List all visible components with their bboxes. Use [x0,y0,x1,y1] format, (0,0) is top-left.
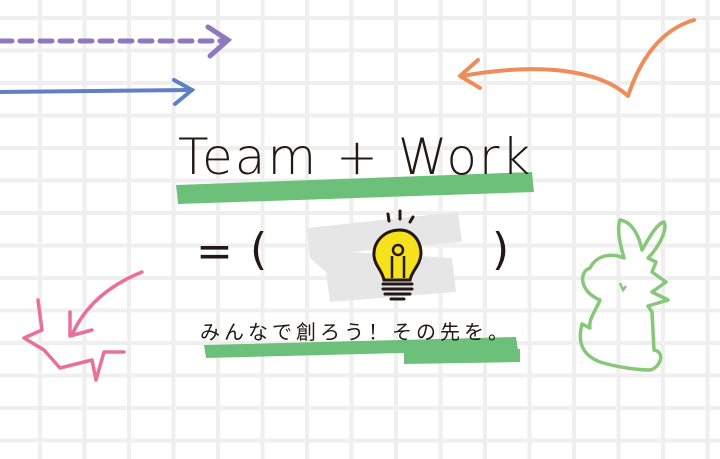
rabbit-outline [578,218,670,372]
close-parenthesis: ) [492,224,510,275]
open-parenthesis: ( [250,224,268,275]
tagline-highlight [204,337,518,358]
purple-dashed-arrow [0,24,233,59]
pink-arrow [22,270,144,382]
equals-sign: = [196,226,233,277]
tagline-highlight-2 [404,349,520,364]
banner-title: Team + Work [178,128,533,186]
tagline: みんなで創ろう！その先を。 [200,320,512,344]
lightbulb-icon [372,209,423,301]
title-highlight [176,172,534,204]
orange-arrow [458,18,696,98]
blue-arrow [0,78,196,106]
rabbit-eye [618,282,627,293]
